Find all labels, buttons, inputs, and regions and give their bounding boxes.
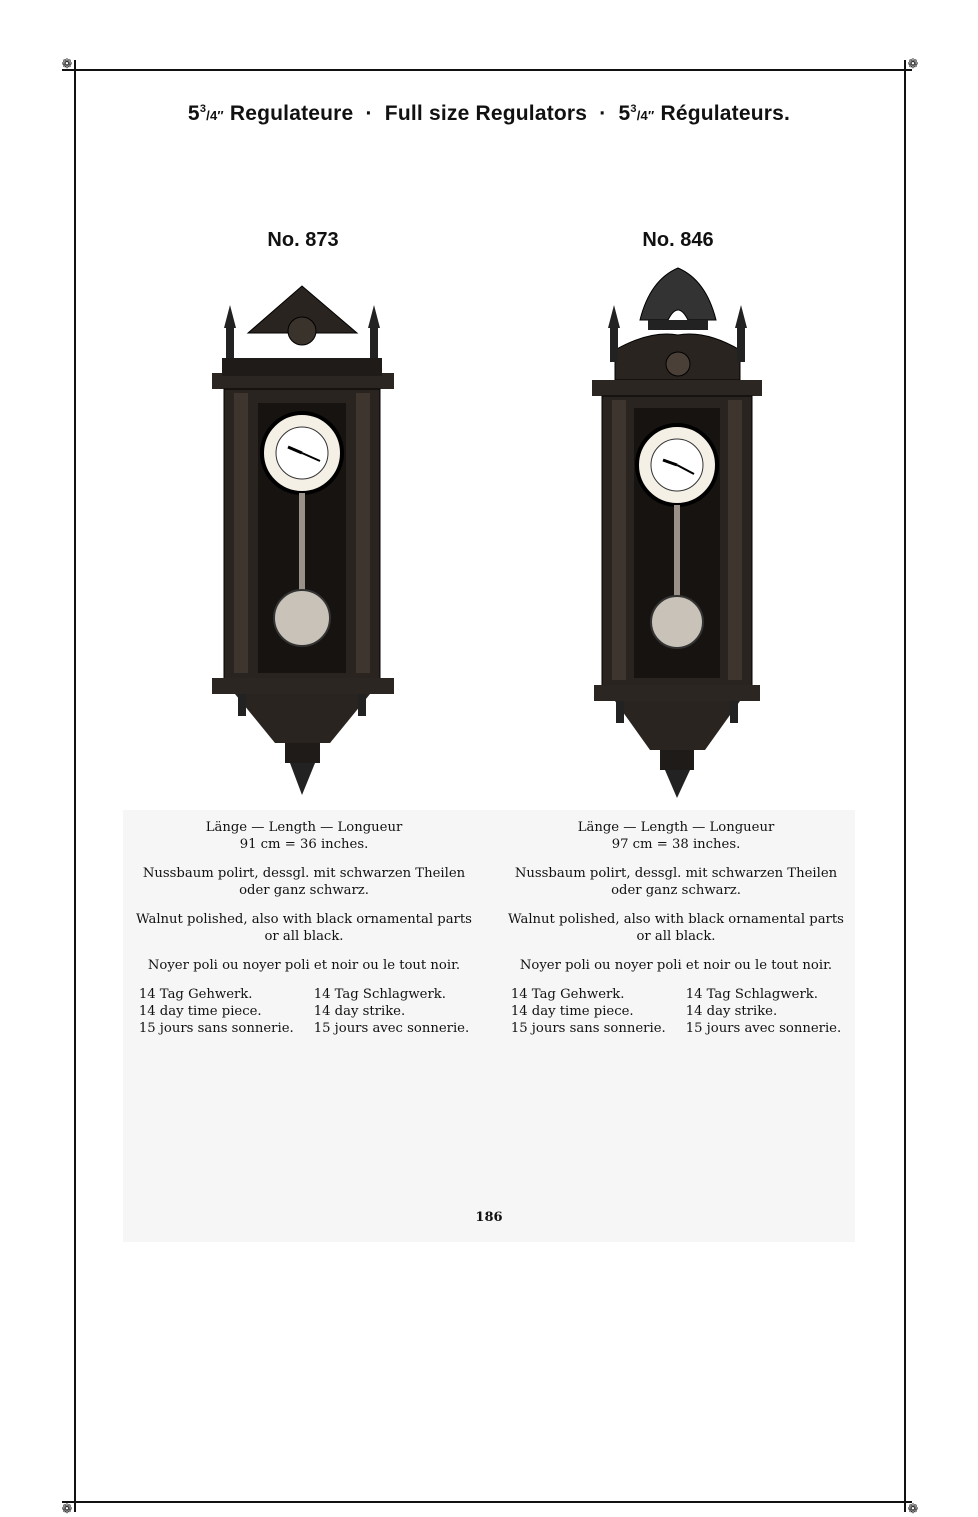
length-value: 97 cm = 38 inches.	[611, 837, 741, 852]
spec-line: 14 day time piece.	[510, 1004, 634, 1019]
spec-line: 14 Tag Gehwerk.	[510, 987, 625, 1002]
clock-illustration-873	[212, 285, 394, 795]
spec-line: 14 Tag Schlagwerk.	[685, 987, 818, 1002]
model-number-873: No. 873	[267, 229, 339, 251]
spec-line: 14 day time piece.	[138, 1004, 262, 1019]
length-label: Länge — Length — Longueur	[205, 820, 403, 835]
english-description: or all black.	[636, 929, 716, 944]
model-number-846: No. 846	[642, 229, 714, 251]
german-description: oder ganz schwarz.	[239, 883, 369, 898]
bottom-border-line	[62, 1501, 912, 1503]
movement-specs: 14 Tag Gehwerk. 14 day time piece. 15 jour…	[496, 986, 856, 1037]
spec-line: 15 jours sans sonnerie.	[138, 1021, 294, 1036]
german-description: Nussbaum polirt, dessgl. mit schwarzen T…	[514, 866, 838, 881]
spec-line: 14 Tag Gehwerk.	[138, 987, 253, 1002]
english-description: Walnut polished, also with black ornamen…	[508, 912, 844, 927]
corner-ornament-icon: ❁	[61, 57, 73, 72]
german-description: Nussbaum polirt, dessgl. mit schwarzen T…	[142, 866, 466, 881]
french-description: Noyer poli ou noyer poli et noir ou le t…	[147, 958, 461, 973]
description-846: Länge — Length — Longueur 97 cm = 38 inch…	[496, 819, 856, 1037]
spec-line: 14 day strike.	[685, 1004, 778, 1019]
spec-line: 14 Tag Schlagwerk.	[313, 987, 446, 1002]
corner-ornament-icon: ❁	[61, 1502, 73, 1517]
french-description: Noyer poli ou noyer poli et noir ou le t…	[519, 958, 833, 973]
description-panel	[123, 810, 855, 1242]
left-border-line	[74, 60, 76, 1512]
german-description: oder ganz schwarz.	[611, 883, 741, 898]
spec-line: 15 jours avec sonnerie.	[313, 1021, 470, 1036]
right-border-line	[904, 60, 906, 1512]
spec-line: 15 jours avec sonnerie.	[685, 1021, 842, 1036]
movement-specs: 14 Tag Gehwerk. 14 day time piece. 15 jour…	[124, 986, 484, 1037]
clock-illustration-846	[592, 267, 762, 798]
spec-line: 14 day strike.	[313, 1004, 406, 1019]
top-border-line	[62, 69, 912, 71]
spec-line: 15 jours sans sonnerie.	[510, 1021, 666, 1036]
english-description: Walnut polished, also with black ornamen…	[136, 912, 472, 927]
length-value: 91 cm = 36 inches.	[239, 837, 369, 852]
english-description: or all black.	[264, 929, 344, 944]
corner-ornament-icon: ❁	[907, 57, 919, 72]
corner-ornament-icon: ❁	[907, 1502, 919, 1517]
length-label: Länge — Length — Longueur	[577, 820, 775, 835]
page-number: 186	[475, 1210, 503, 1225]
page-title: 53/4″ Regulateure · Full size Regulators…	[187, 102, 791, 125]
description-873: Länge — Length — Longueur 91 cm = 36 inch…	[124, 819, 484, 1037]
